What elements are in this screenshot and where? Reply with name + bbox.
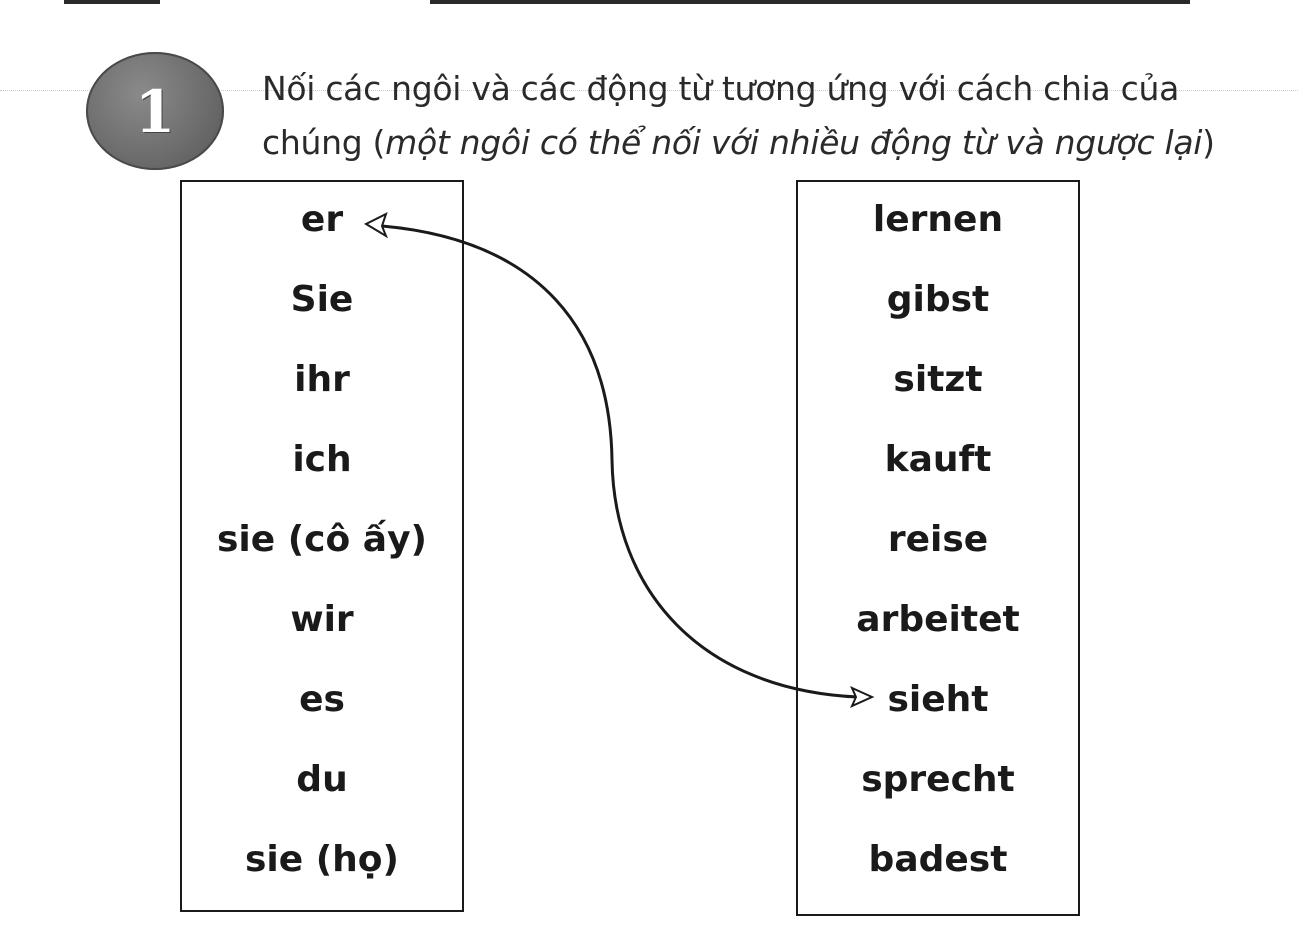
verb-item[interactable]: gibst xyxy=(886,279,990,320)
pronoun-box: er Sie ihr ich sie (cô ấy) wir es du sie… xyxy=(180,180,464,912)
pronoun-item[interactable]: sie (cô ấy) xyxy=(217,519,427,560)
exercise-instruction: Nối các ngôi và các động từ tương ứng vớ… xyxy=(262,62,1272,170)
pronoun-item[interactable]: wir xyxy=(290,599,354,640)
verb-item[interactable]: sieht xyxy=(887,679,989,720)
exercise-number-badge: 1 xyxy=(86,52,224,170)
verb-item[interactable]: sprecht xyxy=(861,759,1015,800)
exercise-number: 1 xyxy=(134,78,176,146)
verb-item[interactable]: arbeitet xyxy=(856,599,1020,640)
verb-item[interactable]: badest xyxy=(868,839,1008,880)
instruction-text: Nối các ngôi và các động từ tương ứng vớ… xyxy=(262,69,1179,162)
verb-item[interactable]: sitzt xyxy=(893,359,983,400)
top-rule-right xyxy=(430,0,1190,4)
verb-item[interactable]: kauft xyxy=(884,439,992,480)
pronoun-item[interactable]: sie (họ) xyxy=(245,839,399,880)
verb-box: lernen gibst sitzt kauft reise arbeitet … xyxy=(796,180,1080,916)
pronoun-item[interactable]: Sie xyxy=(290,279,354,320)
top-rule-left xyxy=(64,0,160,4)
verb-item[interactable]: reise xyxy=(887,519,989,560)
pronoun-item[interactable]: er xyxy=(300,199,344,240)
verb-item[interactable]: lernen xyxy=(872,199,1004,240)
pronoun-item[interactable]: ich xyxy=(292,439,352,480)
instruction-italic-text: một ngôi có thể nối với nhiều động từ và… xyxy=(385,123,1203,162)
guide-dotted-line xyxy=(0,90,1298,91)
pronoun-item[interactable]: ihr xyxy=(294,359,350,400)
instruction-end: ) xyxy=(1202,123,1215,162)
pronoun-item[interactable]: es xyxy=(299,679,345,720)
pronoun-item[interactable]: du xyxy=(296,759,348,800)
